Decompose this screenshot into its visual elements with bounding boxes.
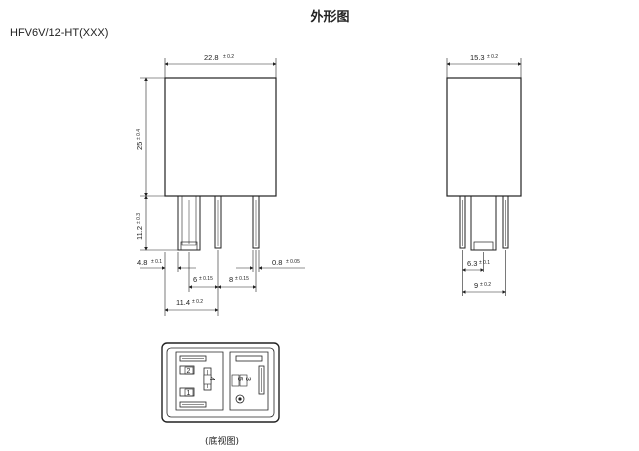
dim-width: 22.8 bbox=[204, 53, 219, 62]
side-dim-pin-span: 9 bbox=[474, 281, 478, 290]
dim-pitch-2: 8 bbox=[229, 275, 233, 284]
dim-pin-thickness: 0.8 bbox=[272, 258, 282, 267]
side-dim-width-tol: ± 0.2 bbox=[487, 54, 498, 60]
dim-height: 25 bbox=[135, 142, 144, 150]
bottom-inner bbox=[166, 347, 275, 418]
bottom-view bbox=[161, 342, 280, 423]
dim-offset-left: 4.8 bbox=[137, 258, 147, 267]
page-title: 外形图 bbox=[310, 10, 350, 25]
side-view bbox=[446, 58, 522, 296]
pin-label-1: 1 bbox=[187, 390, 191, 397]
dim-height-tol: ± 0.4 bbox=[136, 129, 142, 140]
pin-slot-right-top bbox=[235, 355, 263, 362]
dim-pin-length: 11.2 bbox=[135, 226, 144, 240]
front-pin-mid bbox=[214, 196, 222, 249]
dim-pitch-1-tol: ± 0.15 bbox=[199, 276, 213, 282]
pin-slot-bottom bbox=[179, 401, 207, 408]
side-pin-wide bbox=[470, 196, 497, 251]
side-labels: 15.3 ± 0.2 6.3 ± 0.1 9 ± 0.2 bbox=[467, 53, 498, 290]
pin-slot-right-vertical bbox=[258, 365, 265, 395]
side-pin-left bbox=[459, 196, 466, 249]
bottom-circle-mark bbox=[235, 394, 245, 404]
front-pin-right bbox=[252, 196, 260, 249]
dim-pitch-2-tol: ± 0.15 bbox=[235, 276, 249, 282]
pin-label-5: 5 bbox=[236, 377, 243, 381]
model-number: HFV6V/12-HT(XXX) bbox=[10, 27, 109, 39]
pin-label-3: 3 bbox=[244, 377, 251, 381]
side-dim-pin-offset-tol: ± 0.1 bbox=[479, 260, 490, 266]
dim-width-tol: ± 0.2 bbox=[223, 54, 234, 60]
dim-pitch-1: 6 bbox=[193, 275, 197, 284]
bottom-outer bbox=[161, 342, 280, 423]
side-dim-pin-offset: 6.3 bbox=[467, 259, 477, 268]
front-labels: 22.8 ± 0.2 25 ± 0.4 11.2 ± 0.3 4.8 ± 0.1… bbox=[135, 53, 300, 307]
side-pin-right bbox=[502, 196, 509, 249]
bottom-pin-labels: 2 1 4 5 3 bbox=[187, 368, 252, 397]
pin-slot-top bbox=[179, 355, 207, 362]
side-dim-width: 15.3 bbox=[470, 53, 485, 62]
bottom-view-caption: (底视图) bbox=[204, 437, 240, 447]
dim-offset-left-tol: ± 0.1 bbox=[151, 259, 162, 265]
dim-span-tol: ± 0.2 bbox=[192, 299, 203, 305]
dim-span: 11.4 bbox=[176, 298, 190, 307]
side-body bbox=[446, 77, 522, 197]
front-pin-wide bbox=[177, 196, 201, 251]
pin-label-4: 4 bbox=[208, 377, 215, 381]
dim-pin-thickness-tol: ± 0.05 bbox=[286, 259, 300, 265]
side-dim-pin-span-tol: ± 0.2 bbox=[480, 282, 491, 288]
front-body bbox=[164, 77, 277, 197]
pin-label-2: 2 bbox=[187, 368, 191, 375]
dim-pin-length-tol: ± 0.3 bbox=[136, 213, 142, 224]
front-view bbox=[140, 58, 305, 316]
